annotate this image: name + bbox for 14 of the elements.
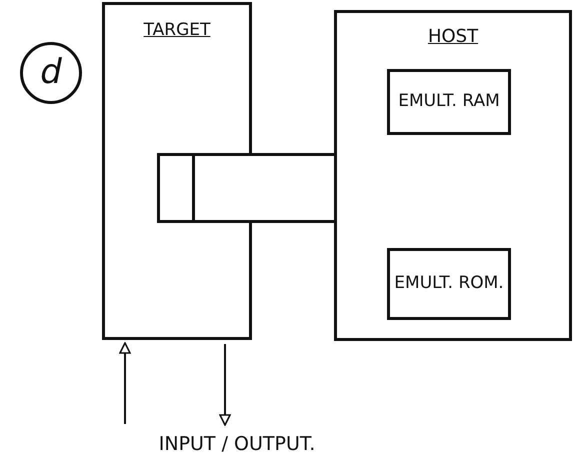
target-box xyxy=(102,2,252,340)
circled-letter xyxy=(20,42,82,104)
arrow xyxy=(219,344,231,426)
host-box xyxy=(334,10,572,341)
heading: HOST xyxy=(428,27,478,48)
node-text: d xyxy=(40,53,62,93)
arrow xyxy=(119,342,131,424)
probe-plug xyxy=(157,153,337,223)
node-text: INPUT / OUTPUT. xyxy=(158,434,316,456)
heading: TARGET xyxy=(144,21,210,41)
rom-box xyxy=(387,248,511,320)
node-text: EMULT. ROM. xyxy=(394,274,504,294)
ram-box xyxy=(387,69,511,135)
node-text: EMULT. RAM xyxy=(398,92,500,112)
